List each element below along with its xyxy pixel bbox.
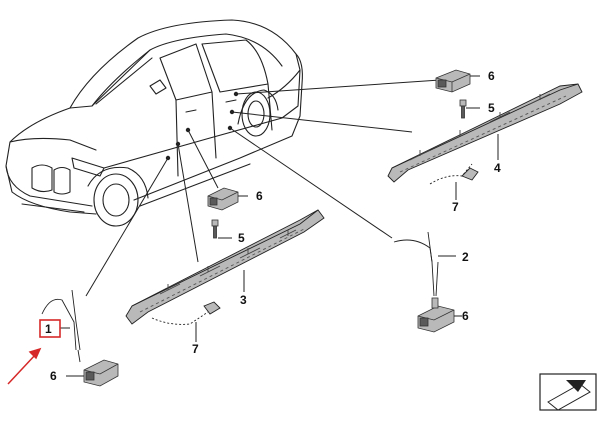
connector-part-top bbox=[435, 69, 471, 93]
leader-lines bbox=[85, 79, 441, 297]
connector-part-lower-left bbox=[83, 359, 119, 387]
connector-part-mid bbox=[207, 187, 239, 211]
callout-5a: 5 bbox=[488, 101, 495, 115]
bolt-part-mid bbox=[211, 219, 219, 239]
callout-7b: 7 bbox=[192, 342, 199, 356]
bolt-part-top bbox=[459, 99, 467, 119]
leader-dots bbox=[165, 91, 239, 161]
callout-4: 4 bbox=[494, 161, 501, 175]
callout-1: 1 bbox=[45, 322, 52, 336]
orientation-icon bbox=[539, 373, 597, 411]
callout-labels: 1 6 6 6 6 5 5 4 3 2 7 7 bbox=[45, 69, 501, 383]
callout-6c: 6 bbox=[462, 309, 469, 323]
harness-part-1 bbox=[41, 289, 81, 363]
sill-trim-part-4 bbox=[387, 83, 583, 185]
connector-part-lower-right bbox=[417, 297, 455, 333]
red-arrow bbox=[7, 347, 42, 385]
car-illustration bbox=[5, 19, 303, 227]
highlight-box bbox=[39, 319, 61, 338]
callout-7a: 7 bbox=[452, 200, 459, 214]
callout-3: 3 bbox=[240, 293, 247, 307]
callout-leaders bbox=[60, 75, 499, 377]
callout-2: 2 bbox=[462, 250, 469, 264]
callout-6b: 6 bbox=[256, 189, 263, 203]
callout-6a: 6 bbox=[488, 69, 495, 83]
sill-trim-part-3 bbox=[125, 209, 325, 325]
callout-5b: 5 bbox=[238, 231, 245, 245]
callout-6d: 6 bbox=[50, 369, 57, 383]
harness-part-2 bbox=[393, 231, 439, 297]
